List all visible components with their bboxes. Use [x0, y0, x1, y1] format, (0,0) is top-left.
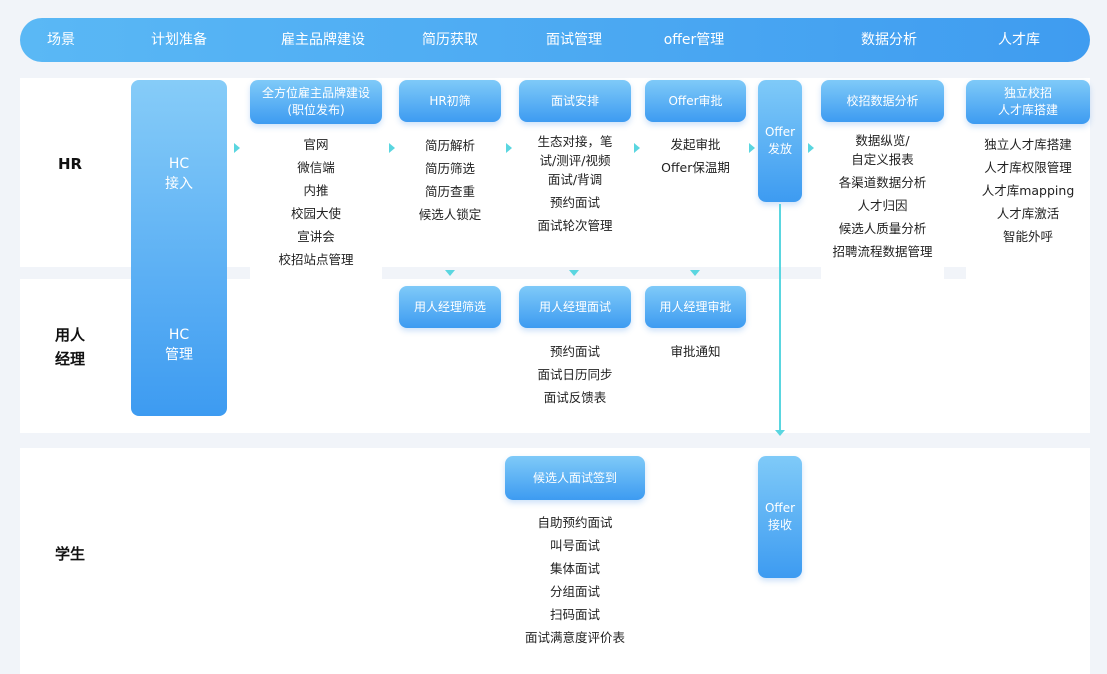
- list-item: 自助预约面试: [537, 515, 613, 530]
- list-item: 人才库激活: [996, 206, 1060, 221]
- interview-arrange-box[interactable]: 面试安排: [519, 80, 631, 122]
- campus-data-analysis-box[interactable]: 校招数据分析: [821, 80, 944, 122]
- list-item: 宣讲会: [297, 229, 335, 244]
- list-item: 自定义报表: [851, 152, 914, 167]
- role-hiring-manager: 用人 经理: [54, 326, 85, 368]
- list-item: 简历查重: [424, 184, 475, 199]
- list-item: 面试反馈表: [543, 390, 607, 405]
- list-item: 面试满意度评价表: [524, 630, 625, 645]
- list-item: 数据纵览/: [855, 133, 910, 148]
- list-item: 人才归因: [857, 198, 908, 213]
- header-plan-prep: 计划准备: [151, 32, 207, 48]
- list-item: 微信端: [297, 160, 335, 175]
- list-item: 简历解析: [424, 138, 475, 153]
- offer-approval-box[interactable]: Offer审批: [645, 80, 746, 122]
- manager-screening-box[interactable]: 用人经理筛选: [399, 286, 501, 328]
- list-item: 试/测评/视频: [539, 153, 611, 168]
- stage-header-bar: 场景 计划准备 雇主品牌建设 简历获取 面试管理 offer管理 数据分析 人才…: [20, 18, 1090, 62]
- manager-approval-box[interactable]: 用人经理审批: [645, 286, 746, 328]
- hc-bar[interactable]: [131, 80, 227, 416]
- arrow-right: [506, 143, 512, 153]
- offer-send-box[interactable]: Offer 发放: [758, 80, 802, 202]
- brand-title-box[interactable]: 全方位雇主品牌建设 (职位发布): [250, 80, 382, 124]
- header-scene: 场景: [47, 32, 75, 48]
- data-card: [821, 80, 944, 416]
- student-interview-list: 自助预约面试 叫号面试 集体面试 分组面试 扫码面试 面试满意度评价表: [505, 511, 645, 649]
- manager-interview-box[interactable]: 用人经理面试: [519, 286, 631, 328]
- list-item: 集体面试: [549, 561, 600, 576]
- data-list: 各渠道数据分析 人才归因 候选人质量分析 招聘流程数据管理: [821, 171, 944, 263]
- list-item: 面试轮次管理: [537, 218, 613, 233]
- talent-pool-box[interactable]: 独立校招 人才库搭建: [966, 80, 1090, 124]
- list-item: 独立人才库搭建: [984, 137, 1072, 152]
- list-item: 各渠道数据分析: [838, 175, 927, 190]
- list-item: 扫码面试: [549, 607, 600, 622]
- list-item: 人才库权限管理: [984, 160, 1072, 175]
- brand-list: 官网 微信端 内推 校园大使 宣讲会 校招站点管理: [250, 133, 382, 271]
- arrow-down: [445, 270, 455, 276]
- data-list-top: 数据纵览/ 自定义报表: [821, 131, 944, 169]
- offer-manager-list: 审批通知: [645, 340, 746, 363]
- manager-interview-list: 预约面试 面试日历同步 面试反馈表: [519, 340, 631, 409]
- offer-receive-box[interactable]: Offer 接收: [758, 456, 802, 578]
- arrow-down: [569, 270, 579, 276]
- list-item: 招聘流程数据管理: [832, 244, 933, 259]
- list-item: 面试日历同步: [537, 367, 613, 382]
- list-item: 候选人质量分析: [838, 221, 927, 236]
- hr-screening-box[interactable]: HR初筛: [399, 80, 501, 122]
- list-item: 智能外呼: [1002, 229, 1053, 244]
- header-data-analysis: 数据分析: [861, 32, 917, 48]
- list-item: 候选人锁定: [418, 207, 482, 222]
- list-item: 分组面试: [549, 584, 600, 599]
- offer-list: 发起审批 Offer保温期: [645, 133, 746, 179]
- list-item: 校园大使: [290, 206, 341, 221]
- interview-list: 生态对接，笔 试/测评/视频 面试/背调: [519, 132, 631, 189]
- list-item: 审批通知: [670, 344, 721, 359]
- header-interview-management: 面试管理: [546, 32, 602, 48]
- arrow-down: [775, 430, 785, 436]
- talent-card: [966, 80, 1090, 416]
- brand-card: [250, 80, 382, 416]
- list-item: 预约面试: [549, 344, 600, 359]
- candidate-checkin-box[interactable]: 候选人面试签到: [505, 456, 645, 500]
- arrow-right: [808, 143, 814, 153]
- arrow-right: [234, 143, 240, 153]
- header-employer-brand: 雇主品牌建设: [281, 32, 365, 48]
- role-student: 学生: [54, 545, 85, 563]
- list-item: 预约面试: [549, 195, 600, 210]
- header-talent-pool: 人才库: [998, 32, 1040, 48]
- arrow-right: [749, 143, 755, 153]
- list-item: 面试/背调: [547, 172, 603, 187]
- interview-list-more: 预约面试 面试轮次管理: [519, 191, 631, 237]
- resume-list: 简历解析 简历筛选 简历查重 候选人锁定: [399, 134, 501, 226]
- list-item: 简历筛选: [424, 161, 475, 176]
- hc-manage-label: HC 管理: [165, 327, 193, 363]
- header-offer-management: offer管理: [663, 32, 725, 48]
- hc-access-label: HC 接入: [165, 156, 193, 192]
- offer-connector-line: [779, 204, 781, 430]
- list-item: 内推: [303, 183, 329, 198]
- list-item: 生态对接，笔: [537, 134, 613, 149]
- header-resume-acquisition: 简历获取: [422, 32, 478, 48]
- list-item: 人才库mapping: [981, 183, 1075, 198]
- list-item: 校招站点管理: [278, 252, 354, 267]
- role-hr: HR: [57, 155, 83, 173]
- arrow-right: [634, 143, 640, 153]
- list-item: Offer保温期: [661, 160, 730, 175]
- talent-list: 独立人才库搭建 人才库权限管理 人才库mapping 人才库激活 智能外呼: [966, 133, 1090, 248]
- list-item: 官网: [303, 137, 329, 152]
- arrow-down: [690, 270, 700, 276]
- arrow-right: [389, 143, 395, 153]
- list-item: 发起审批: [670, 137, 721, 152]
- list-item: 叫号面试: [549, 538, 600, 553]
